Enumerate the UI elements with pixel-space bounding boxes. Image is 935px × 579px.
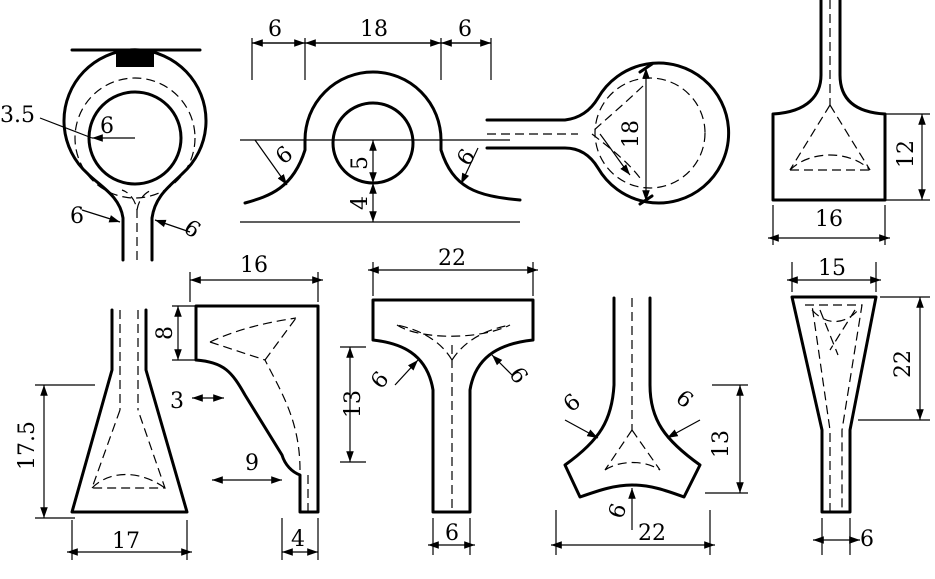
label-12: 12	[894, 140, 919, 168]
keyhole-ring-shape: 3.5 6 6 6	[0, 48, 208, 262]
flask-triangle-shape: 17.5 17	[15, 308, 192, 560]
label-6-right-span: 6	[458, 17, 472, 42]
label-6-stem: 6	[860, 527, 874, 552]
label-17: 17	[112, 529, 140, 554]
label-6-left: 6	[559, 389, 586, 417]
label-6-right: 6	[179, 215, 205, 244]
label-3: 3	[170, 389, 184, 414]
label-6-stem: 6	[445, 521, 459, 546]
label-6-right-fillet: 6	[504, 363, 533, 389]
label-6-bottom: 6	[604, 500, 632, 522]
arch-over-circle-shape: 6 18 6 6 5 4 6	[240, 17, 522, 223]
label-3-5: 3.5	[0, 103, 35, 128]
label-5: 5	[348, 156, 373, 170]
tee-plate-shape: 22 13 6 6 6	[340, 246, 538, 555]
label-9: 9	[245, 451, 259, 476]
tapered-tube-shape: 15 22 6	[787, 256, 930, 555]
label-17-5: 17.5	[15, 421, 40, 470]
label-16-width: 16	[815, 207, 843, 232]
label-22-height: 22	[891, 350, 916, 378]
label-22-top: 22	[438, 246, 466, 271]
label-6-radius: 6	[100, 114, 114, 139]
label-18-diameter: 18	[619, 120, 644, 148]
tee-flare-block-shape: 12 16	[768, 0, 930, 245]
label-4-width: 4	[291, 527, 305, 552]
label-4: 4	[348, 196, 373, 210]
label-22-bottom: 22	[638, 521, 666, 546]
label-8: 8	[153, 326, 178, 340]
hook-offset-shape: 16 8 3 9 4	[153, 253, 323, 560]
label-6-right-fillet: 6	[452, 145, 481, 171]
label-6-left: 6	[70, 204, 84, 229]
label-16-top: 16	[240, 253, 268, 278]
y-fork-shape: 6 6 13 6 22	[551, 296, 748, 555]
label-15: 15	[818, 256, 846, 281]
label-6-left-fillet: 6	[366, 367, 394, 394]
label-6-left-fillet: 6	[271, 142, 298, 170]
lollipop-circle-shape: 18	[485, 61, 731, 206]
label-13: 13	[341, 390, 366, 418]
label-6-left-span: 6	[268, 17, 282, 42]
label-6-right: 6	[671, 386, 698, 414]
label-18-span: 18	[360, 17, 388, 42]
label-13: 13	[709, 430, 734, 458]
